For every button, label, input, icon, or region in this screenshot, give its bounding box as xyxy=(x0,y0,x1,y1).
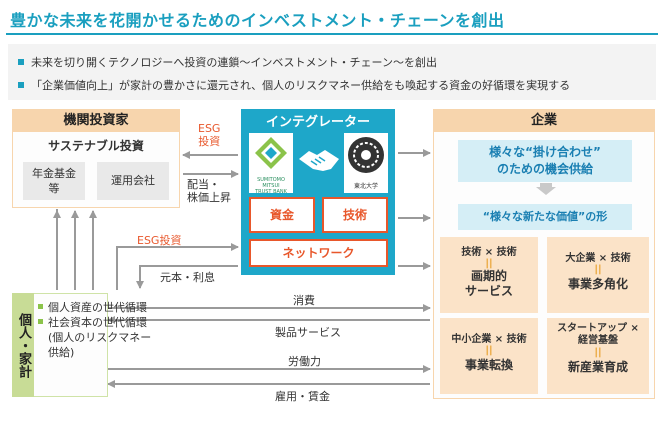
household-item-1: 個人資産の世代循環 xyxy=(38,300,198,315)
institutional-panel: 機関投資家 サステナブル投資 年金基金 等 運用会社 xyxy=(12,109,180,208)
household-item-1-text: 個人資産の世代循環 xyxy=(48,301,147,314)
value-cell-2: 大企業 × 技術 || 事業多角化 xyxy=(547,237,649,313)
value-cell-1: 技術 × 技術 || 画期的 サービス xyxy=(440,237,538,313)
tohoku-university-text: 東北大学 xyxy=(353,183,378,190)
value-cell-4: スタートアップ × 経営基盤 || 新産業育成 xyxy=(547,318,649,394)
trust-bank-logo-text: SUMITOMO MITSUI TRUST BANK xyxy=(255,177,287,195)
capital-box: 資金 xyxy=(249,197,315,233)
value-cell-1-top: 技術 × 技術 xyxy=(461,247,517,258)
value-cell-3-top: 中小企業 × 技術 xyxy=(451,334,527,345)
equals-mark-icon: || xyxy=(485,345,493,356)
technology-box: 技術 xyxy=(322,197,388,233)
household-item-2-text: 社会資本の世代循環 (個人のリスクマネー 供給) xyxy=(48,316,152,359)
employment-label: 雇用・賃金 xyxy=(275,390,330,403)
summary-text-1: 未来を切り開くテクノロジーへ投資の連鎖～インベストメント・チェーン～を創出 xyxy=(31,56,438,69)
bullet-square-icon xyxy=(18,59,24,65)
trust-bank-logo: SUMITOMO MITSUI TRUST BANK xyxy=(249,133,293,195)
value-cell-2-bottom: 事業多角化 xyxy=(567,277,628,291)
dividend-label: 配当・ 株価上昇 xyxy=(187,178,231,204)
value-cell-1-bottom: 画期的 サービス xyxy=(464,269,513,298)
new-value-box: “様々な新たな価値”の形 xyxy=(458,204,632,230)
household-list: 個人資産の世代循環 社会資本の世代循環 (個人のリスクマネー 供給) xyxy=(38,300,198,360)
value-cell-3: 中小企業 × 技術 || 事業転換 xyxy=(440,318,538,394)
summary-line-2: 「企業価値向上」が家計の豊かさに還元され、個人のリスクマネー供給をも喚起する資金… xyxy=(18,77,570,93)
title-rule xyxy=(6,33,658,35)
value-cell-4-bottom: 新産業育成 xyxy=(567,360,628,374)
principal-arrow xyxy=(136,265,238,289)
tohoku-university-logo: 東北大学 xyxy=(344,133,388,193)
esg-top-label: ESG 投資 xyxy=(198,122,221,148)
esg-mid-arrow xyxy=(116,243,239,290)
page-title: 豊かな未来を花開かせるためのインベストメント・チェーンを創出 xyxy=(10,11,505,30)
value-cell-3-bottom: 事業転換 xyxy=(464,358,513,372)
down-arrow-icon xyxy=(536,183,556,195)
trust-bank-emblem-icon xyxy=(255,137,287,169)
institutional-heading: 機関投資家 xyxy=(13,110,179,132)
equals-mark-icon: || xyxy=(594,264,602,275)
enterprise-heading: 企業 xyxy=(434,110,654,132)
equals-mark-icon: || xyxy=(594,347,602,358)
asset-manager-box: 運用会社 xyxy=(97,162,169,200)
integrator-panel: インテグレーター SUMITOMO MITSUI TRUST BANK 東北大学… xyxy=(241,109,395,275)
network-box: ネットワーク xyxy=(249,239,388,267)
integrator-heading: インテグレーター xyxy=(265,115,370,130)
consumption-label: 消費 xyxy=(293,294,315,307)
university-emblem-icon xyxy=(348,137,384,173)
summary-text-2: 「企業価値向上」が家計の豊かさに還元され、個人のリスクマネー供給をも喚起する資金… xyxy=(31,79,571,92)
pension-fund-box: 年金基金 等 xyxy=(23,162,85,200)
labor-label: 労働力 xyxy=(288,355,321,368)
value-cell-4-top: スタートアップ × 経営基盤 xyxy=(557,323,639,346)
opportunity-box: 様々な“掛け合わせ” のための機会供給 xyxy=(458,140,632,182)
products-label: 製品サービス xyxy=(275,326,341,339)
bullet-square-icon xyxy=(38,319,43,324)
sustainable-investment-label: サステナブル投資 xyxy=(48,139,144,153)
summary-line-1: 未来を切り開くテクノロジーへ投資の連鎖～インベストメント・チェーン～を創出 xyxy=(18,54,437,70)
esg-mid-label: ESG投資 xyxy=(137,234,182,247)
enterprise-panel: 企業 様々な“掛け合わせ” のための機会供給 “様々な新たな価値”の形 技術 ×… xyxy=(433,109,655,399)
household-heading: 個人・家計 xyxy=(12,293,34,397)
value-cell-2-top: 大企業 × 技術 xyxy=(565,253,631,264)
bullet-square-icon xyxy=(18,82,24,88)
household-item-2: 社会資本の世代循環 (個人のリスクマネー 供給) xyxy=(38,315,198,360)
principal-label: 元本・利息 xyxy=(160,271,215,284)
handshake-icon xyxy=(299,150,339,171)
equals-mark-icon: || xyxy=(485,258,493,269)
summary-box: 未来を切り開くテクノロジーへ投資の連鎖～インベストメント・チェーン～を創出 「企… xyxy=(8,44,656,100)
bullet-square-icon xyxy=(38,304,43,309)
